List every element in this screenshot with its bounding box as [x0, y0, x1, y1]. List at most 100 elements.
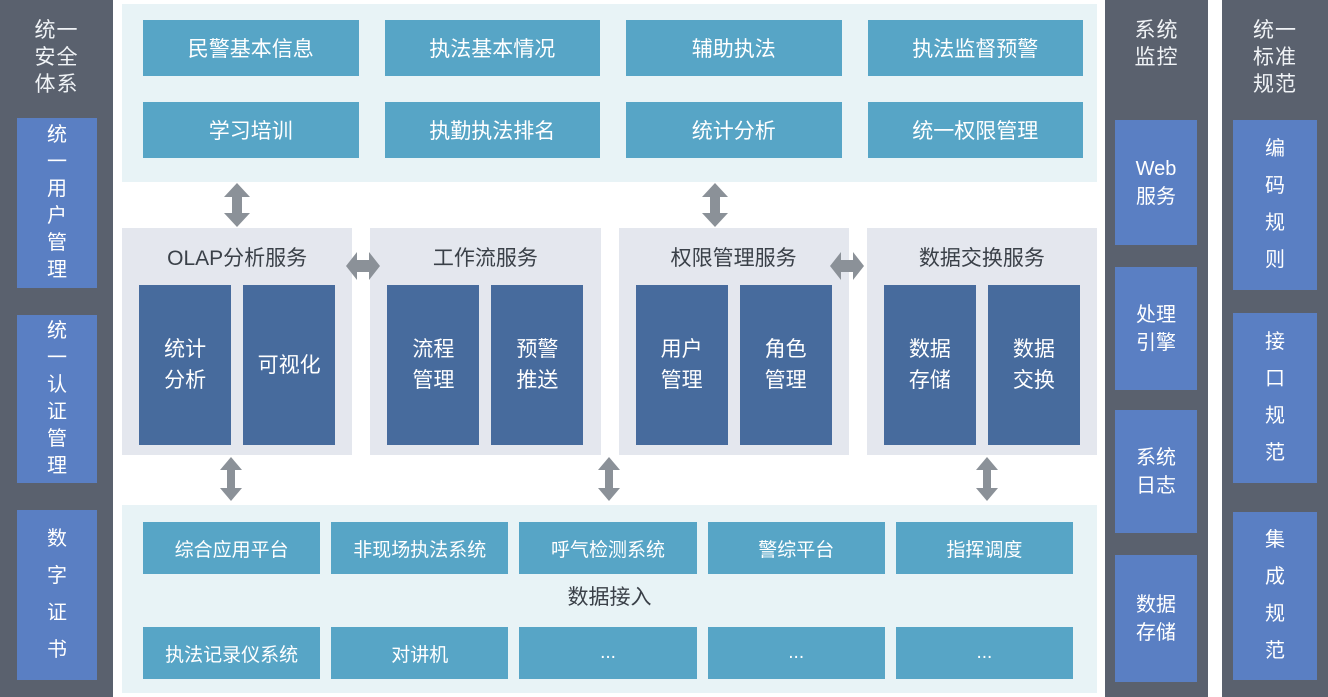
node-visualization: 可视化 [243, 285, 336, 445]
panel-data-exchange-service: 数据交换服务 数据 存储 数据 交换 [866, 228, 1097, 455]
panel-items: 用户 管理 角色 管理 [619, 285, 849, 445]
node-encoding-rules: 编码规则 [1233, 120, 1317, 290]
node-police-basic-info: 民警基本信息 [143, 20, 359, 76]
node-label: 统一用户管理 [47, 124, 67, 281]
title-line: 规范 [1253, 73, 1297, 96]
node-system-log: 系统 日志 [1115, 410, 1197, 533]
node-learning-training: 学习培训 [143, 102, 359, 158]
access-sources-row-2: 执法记录仪系统 对讲机 ... ... ... [143, 627, 1073, 679]
title-line: 统一 [34, 19, 79, 42]
node-label-line: 交换 [1012, 369, 1055, 392]
node-label: 集成规范 [1265, 529, 1285, 662]
system-monitor-column: 系统 监控 Web 服务 处理 引擎 系统 日志 数据 存储 [1105, 0, 1208, 697]
panel-title: 权限管理服务 [670, 247, 797, 270]
node-integration-spec: 集成规范 [1233, 512, 1317, 680]
node-assist-enforcement: 辅助执法 [626, 20, 842, 76]
node-breath-test-system: 呼气检测系统 [519, 522, 697, 574]
node-role-management: 角色 管理 [739, 285, 832, 445]
node-label-line: 存储 [908, 369, 951, 392]
node-label: 编码规则 [1265, 138, 1285, 271]
panel-title: 工作流服务 [432, 247, 538, 270]
main-diagram-area: 民警基本信息 执法基本情况 辅助执法 执法监督预警 学习培训 执勤执法排名 统计… [122, 0, 1097, 697]
node-enforcement-basic-info: 执法基本情况 [384, 20, 600, 76]
node-label-line: 管理 [660, 369, 703, 392]
node-label-line: 管理 [412, 369, 455, 392]
node-label-line: 存储 [1136, 621, 1176, 644]
panel-title: 数据交换服务 [918, 247, 1045, 270]
node-label-line: 服务 [1135, 185, 1176, 208]
node-label-line: 系统 [1136, 446, 1176, 469]
node-label-line: 分析 [164, 369, 207, 392]
node-process-management: 流程 管理 [387, 285, 480, 445]
node-label: 统一认证管理 [47, 320, 67, 477]
title-line: 体系 [34, 73, 79, 96]
panel-items: 统计 分析 可视化 [122, 285, 352, 445]
node-unified-user-management: 统一用户管理 [17, 118, 97, 288]
node-data-storage: 数据 存储 [883, 285, 976, 445]
title-line: 统一 [1253, 19, 1297, 42]
double-arrow-vertical-icon [702, 183, 728, 227]
node-label-line: 数据 [908, 338, 951, 361]
node-statistic-analysis: 统计 分析 [139, 285, 232, 445]
title-line: 系统 [1134, 19, 1179, 42]
node-intercom: 对讲机 [331, 627, 509, 679]
node-ellipsis: ... [707, 627, 885, 679]
access-sources-row-1: 综合应用平台 非现场执法系统 呼气检测系统 警综平台 指挥调度 [143, 522, 1073, 574]
node-label-line: 预警 [516, 338, 559, 361]
node-label-line: 数据 [1012, 338, 1055, 361]
double-arrow-vertical-icon [976, 457, 998, 501]
node-statistics-analysis: 统计分析 [626, 102, 842, 158]
node-duty-ranking: 执勤执法排名 [384, 102, 600, 158]
node-unified-auth-management: 统一认证管理 [17, 315, 97, 483]
title-line: 标准 [1253, 46, 1297, 69]
node-label: 接口规范 [1265, 331, 1285, 464]
node-ellipsis: ... [895, 627, 1073, 679]
node-label-line: 数据 [1136, 593, 1176, 616]
node-data-storage-monitor: 数据 存储 [1115, 555, 1197, 682]
security-column-title: 统一 安全 体系 [0, 0, 113, 98]
node-digital-certificate: 数字证书 [17, 510, 97, 680]
panel-permission-service: 权限管理服务 用户 管理 角色 管理 [618, 228, 849, 455]
standard-column-title: 统一 标准 规范 [1222, 0, 1328, 98]
double-arrow-vertical-icon [598, 457, 620, 501]
node-label: 数字证书 [47, 528, 67, 661]
service-layer-row: OLAP分析服务 统计 分析 可视化 工作流服务 流程 [122, 228, 1097, 455]
data-access-label: 数据接入 [567, 586, 652, 609]
node-data-exchange: 数据 交换 [987, 285, 1080, 445]
node-user-management: 用户 管理 [635, 285, 728, 445]
panel-olap-service: OLAP分析服务 统计 分析 可视化 [122, 228, 353, 455]
node-body-camera-system: 执法记录仪系统 [143, 627, 321, 679]
panel-title: OLAP分析服务 [167, 247, 308, 270]
node-command-dispatch: 指挥调度 [895, 522, 1073, 574]
node-label-line: Web [1135, 157, 1177, 180]
node-interface-spec: 接口规范 [1233, 313, 1317, 483]
node-processing-engine: 处理 引擎 [1115, 267, 1197, 390]
node-label-line: 角色 [764, 338, 807, 361]
application-layer-band: 民警基本信息 执法基本情况 辅助执法 执法监督预警 学习培训 执勤执法排名 统计… [122, 4, 1097, 182]
node-label-line: 管理 [764, 369, 807, 392]
node-label-line: 处理 [1136, 303, 1176, 326]
node-unified-permission: 统一权限管理 [867, 102, 1083, 158]
node-label-line: 引擎 [1136, 331, 1176, 354]
node-integrated-app-platform: 综合应用平台 [143, 522, 321, 574]
node-warning-push: 预警 推送 [491, 285, 584, 445]
application-grid: 民警基本信息 执法基本情况 辅助执法 执法监督预警 学习培训 执勤执法排名 统计… [143, 20, 1083, 158]
panel-items: 流程 管理 预警 推送 [370, 285, 600, 445]
node-offsite-enforcement-system: 非现场执法系统 [331, 522, 509, 574]
node-label-line: 推送 [516, 369, 559, 392]
double-arrow-horizontal-icon [346, 252, 380, 280]
double-arrow-horizontal-icon [830, 252, 864, 280]
monitor-column-title: 系统 监控 [1105, 0, 1208, 71]
panel-workflow-service: 工作流服务 流程 管理 预警 推送 [370, 228, 601, 455]
title-line: 安全 [34, 46, 79, 69]
node-label-line: 日志 [1136, 474, 1176, 497]
node-label-line: 统计 [164, 338, 207, 361]
node-label-line: 用户 [660, 338, 703, 361]
node-label-line: 流程 [412, 338, 455, 361]
security-system-column: 统一 安全 体系 统一用户管理 统一认证管理 数字证书 [0, 0, 113, 697]
double-arrow-vertical-icon [220, 457, 242, 501]
node-police-platform: 警综平台 [707, 522, 885, 574]
standard-spec-column: 统一 标准 规范 编码规则 接口规范 集成规范 [1222, 0, 1328, 697]
data-access-band: 综合应用平台 非现场执法系统 呼气检测系统 警综平台 指挥调度 数据接入 执法记… [122, 505, 1097, 693]
